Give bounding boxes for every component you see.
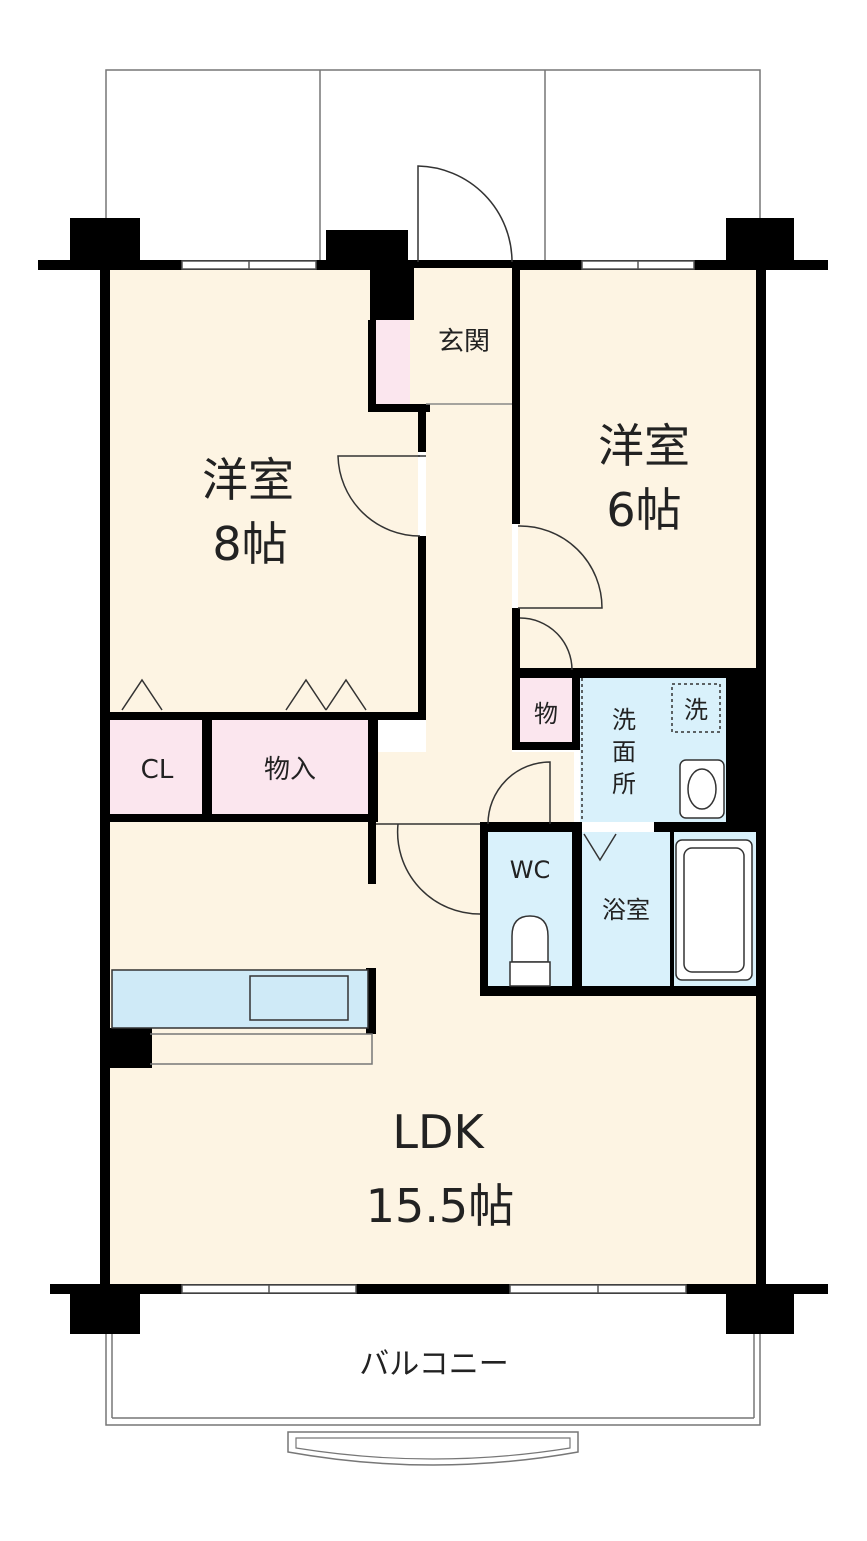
wall-wc-top: [480, 822, 582, 832]
kitchen-counter: [111, 969, 369, 1029]
label-balcony: バルコニー: [359, 1347, 508, 1382]
closet-doors: [121, 678, 367, 711]
wall-ldk-stub: [368, 822, 376, 884]
room-entrance-fill: [410, 268, 514, 404]
toilet: [511, 915, 549, 963]
label-ldk-size: 15.5帖: [366, 1179, 514, 1233]
labels: 洋室 8帖 洋室 6帖 玄関 CL 物入 物 洗 面 所 洗 WC 浴室 LDK…: [141, 327, 708, 1382]
wall-entrance-left: [368, 320, 376, 412]
label-mono: 物: [534, 700, 558, 728]
label-western6-name: 洋室: [598, 419, 690, 473]
wall-wc-bath: [572, 822, 582, 996]
wall-top-entrance: [372, 260, 512, 268]
kitchen-counter-edge: [150, 1033, 373, 1065]
label-washroom-2: 面: [612, 738, 636, 766]
wall-left: [100, 260, 110, 1294]
room-western-6-fill: [518, 268, 756, 672]
walls: [38, 218, 828, 1334]
label-western8-name: 洋室: [202, 453, 294, 507]
column-bottom-left: [70, 1294, 140, 1334]
wall-western8-right: [418, 404, 426, 452]
wall-hall-right: [512, 260, 520, 524]
label-washer: 洗: [684, 696, 708, 724]
washer-pan: [671, 683, 721, 733]
label-western8-size: 8帖: [212, 517, 287, 571]
room-ldk-fill: [110, 822, 756, 1284]
kitchen-sink: [249, 975, 349, 1021]
wall-bath-bottom: [480, 986, 766, 996]
wall-kitchen-end: [366, 968, 376, 1034]
label-western6-size: 6帖: [606, 483, 681, 537]
wall-bath-inner: [670, 832, 674, 986]
wall-washroom-bottom: [654, 822, 766, 832]
toilet-tank: [509, 961, 551, 987]
storage-fold-door-a: [285, 678, 327, 711]
wall-kitchen-block: [100, 1028, 152, 1068]
windows: [181, 260, 695, 1294]
balcony-bay-inner: [295, 1437, 571, 1460]
wall-bottom: [50, 1284, 828, 1294]
entrance-shoe-storage-fill: [376, 320, 410, 404]
label-washroom-1: 洗: [612, 706, 636, 734]
closet-fold-door: [121, 678, 163, 711]
label-bath: 浴室: [602, 896, 650, 924]
wall-entrance-block: [370, 260, 414, 320]
column-top-right: [726, 218, 794, 260]
fixtures: [111, 683, 753, 1065]
corridor-outline: [105, 69, 761, 262]
door-ldk: [396, 823, 481, 915]
wall-closet-divider: [202, 718, 212, 818]
label-washroom-3: 所: [612, 770, 636, 798]
washbasin-bowl: [687, 768, 717, 810]
washbasin: [679, 759, 725, 819]
label-entrance: 玄関: [438, 327, 490, 357]
wall-closet-top: [100, 712, 426, 720]
room-closet-fill: [110, 718, 202, 816]
storage-fold-door-b: [325, 678, 367, 711]
wall-western8-right-lower: [418, 536, 426, 720]
column-top-left: [70, 218, 140, 260]
door-western8: [337, 455, 421, 537]
balcony-outline: [105, 1290, 761, 1426]
bathtub: [675, 839, 753, 981]
bathtub-inner: [683, 847, 745, 973]
wall-hall-right-lower: [512, 608, 520, 750]
balcony-bay: [287, 1431, 579, 1466]
room-mono-fill: [520, 676, 572, 742]
label-ldk-name: LDK: [392, 1105, 485, 1159]
wall-entrance-bottom: [368, 404, 430, 412]
wall-mono-bottom: [512, 742, 580, 750]
doors: [337, 165, 617, 915]
label-closet: CL: [141, 755, 174, 785]
door-wc: [487, 761, 551, 825]
wall-closet-right: [368, 712, 378, 822]
room-fills: [110, 268, 756, 1284]
door-western6: [517, 525, 603, 609]
door-bath: [583, 833, 617, 862]
label-storage: 物入: [264, 755, 316, 785]
hallway-lower-fill: [374, 752, 574, 824]
room-western-8-fill: [110, 268, 418, 712]
wall-mono-top: [512, 668, 766, 678]
door-mono: [519, 617, 573, 671]
column-bottom-right: [726, 1294, 794, 1334]
wall-washroom-right: [726, 668, 766, 832]
wall-mono-right: [572, 670, 580, 750]
door-entrance: [417, 165, 513, 263]
wall-closet-bottom: [100, 814, 378, 822]
room-storage-fill: [212, 718, 368, 816]
label-wc: WC: [510, 856, 551, 884]
wall-wc-left: [480, 822, 488, 996]
